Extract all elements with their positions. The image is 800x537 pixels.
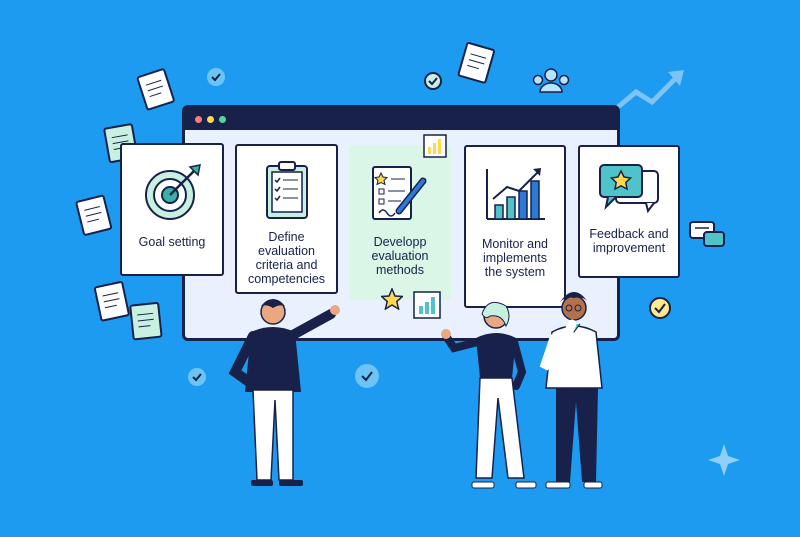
window-minimize-dot[interactable] bbox=[207, 116, 214, 123]
clipboard-checklist-icon bbox=[265, 161, 308, 219]
step-card-monitor-system[interactable]: Monitor and implements the system bbox=[464, 145, 566, 308]
step-label: Developp evaluation methods bbox=[371, 235, 429, 277]
step-card-feedback[interactable]: Feedback and improvement bbox=[578, 145, 680, 278]
check-circle-icon bbox=[207, 68, 225, 86]
check-circle-icon bbox=[355, 364, 379, 388]
check-circle-icon bbox=[649, 297, 671, 319]
team-icon bbox=[532, 68, 570, 93]
chat-bubbles-icon bbox=[689, 221, 725, 247]
step-label: Feedback and improvement bbox=[589, 227, 669, 255]
document-icon bbox=[457, 42, 495, 84]
sparkle-icon bbox=[708, 444, 740, 476]
step-card-develop-methods[interactable]: Developp evaluation methods bbox=[349, 145, 451, 300]
document-icon bbox=[93, 281, 130, 322]
mini-chart-icon bbox=[423, 134, 447, 158]
step-label: Goal setting bbox=[138, 235, 206, 249]
step-card-define-criteria[interactable]: Define evaluation criteria and competenc… bbox=[235, 144, 338, 294]
document-icon bbox=[136, 68, 175, 111]
man-thinking-illustration bbox=[539, 292, 603, 489]
trend-arrow-icon bbox=[610, 76, 678, 114]
document-edit-icon bbox=[372, 166, 427, 220]
feedback-star-icon bbox=[599, 164, 659, 214]
window-titlebar bbox=[185, 108, 617, 130]
target-icon bbox=[145, 164, 201, 220]
mini-chart-icon bbox=[413, 291, 441, 319]
step-card-goal-setting[interactable]: Goal setting bbox=[120, 143, 224, 276]
step-label: Define evaluation criteria and competenc… bbox=[247, 230, 326, 286]
document-icon bbox=[75, 194, 113, 236]
window-close-dot[interactable] bbox=[195, 116, 202, 123]
check-circle-icon bbox=[424, 72, 442, 90]
woman-presenting-illustration bbox=[441, 301, 537, 489]
person-pointing-illustration bbox=[228, 299, 340, 486]
star-icon bbox=[381, 288, 403, 310]
document-icon bbox=[129, 301, 163, 341]
step-label: Monitor and implements the system bbox=[481, 237, 548, 279]
check-circle-icon bbox=[188, 368, 206, 386]
window-maximize-dot[interactable] bbox=[219, 116, 226, 123]
bar-chart-growth-icon bbox=[486, 168, 545, 220]
